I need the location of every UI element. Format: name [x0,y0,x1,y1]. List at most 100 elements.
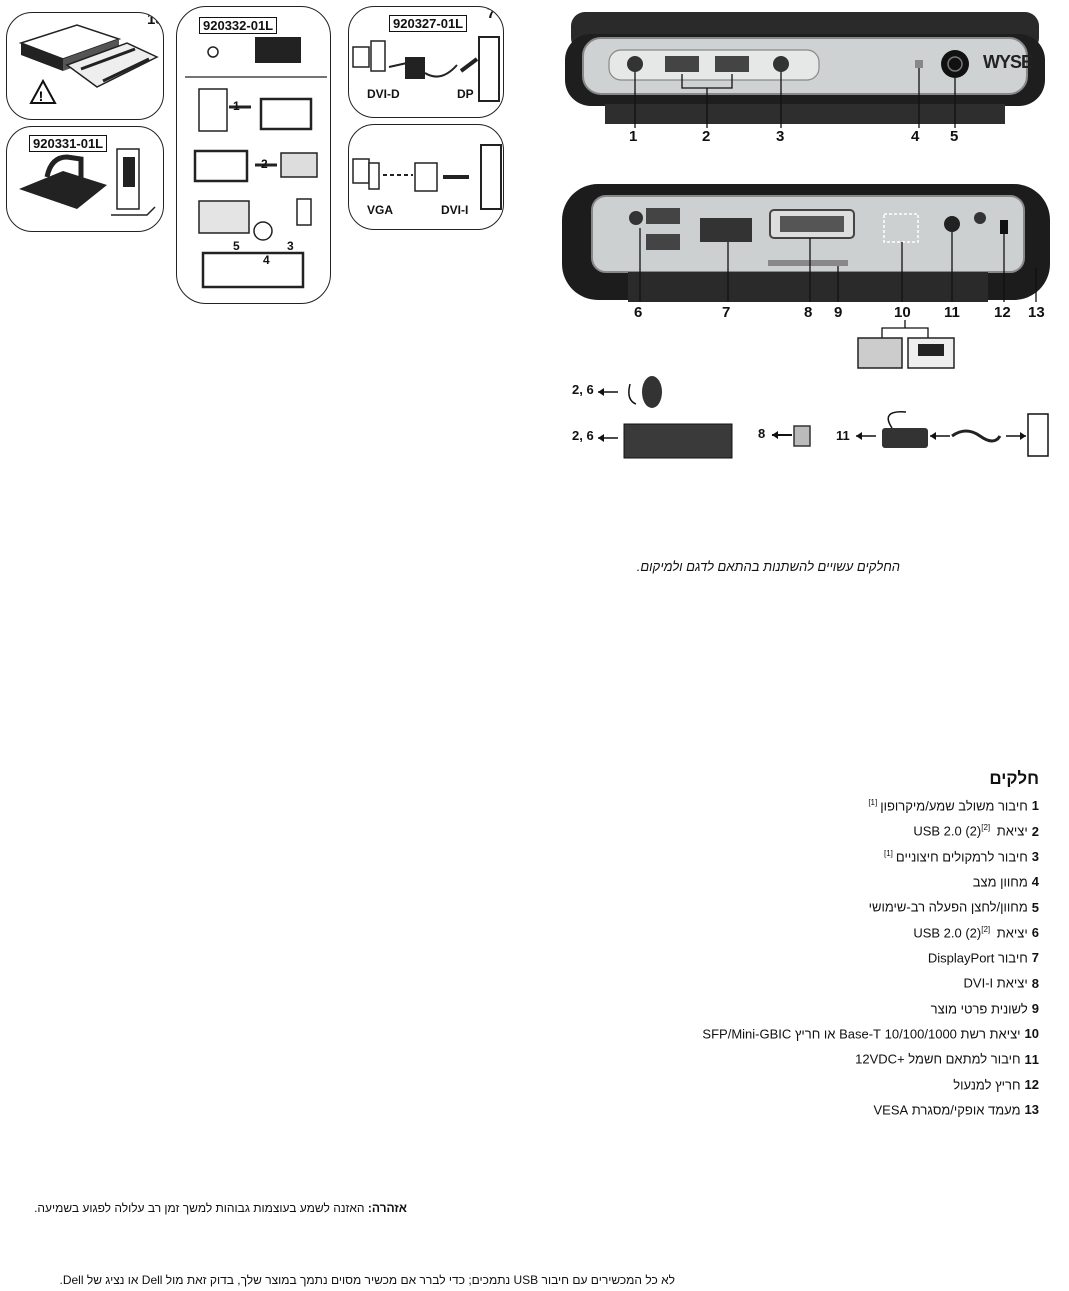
stand-panel: ! 13 [6,12,164,120]
part-text: חיבור DisplayPort [927,950,1028,966]
part-number: 4 [1031,874,1039,890]
dp-label-dvid: DVI-D [367,87,400,101]
dp-callout: 7 [487,6,496,22]
vesa-step-5: 5 [233,239,240,253]
part-number: 1 [1031,798,1039,814]
vesa-illustration [185,37,327,289]
parts-item: 6יציאת USB 2.0 (2)[2] [699,919,1039,944]
warning-text: האזנה לשמע בעוצמות גבוהות למשך זמן רב על… [34,1201,365,1215]
mouse-label: 2, 6 [572,382,594,397]
front-callout-4: 4 [911,128,920,145]
back-callout-8: 8 [804,304,813,321]
part-number: 2 [1031,823,1039,839]
parts-item: 1חיבור משולב שמע/מיקרופון[1] [699,792,1039,817]
part-number: 6 [1031,924,1039,940]
base-stand-illustration [19,148,156,216]
part-number: 5 [1031,899,1039,915]
part-text: חיבור משולב שמע/מיקרופון [880,798,1028,814]
back-callout-7: 7 [722,304,731,321]
back-callout-12: 12 [994,304,1011,321]
vga-adapter-illustration [352,144,502,210]
parts-item: 3חיבור לרמקולים חיצוניים[1] [699,843,1039,868]
warning-label: אזהרה: [367,1201,407,1215]
svg-text:!: ! [39,88,44,104]
vga-callout: 8 [497,125,503,140]
front-callout-2: 2 [702,128,711,145]
parts-item: 13מעמד אופקי/מסגרת VESA [699,1096,1039,1121]
parts-item: 8יציאת DVI-I [699,969,1039,994]
part-text: יציאת רשת 10/100/1000 Base-T או חריץ SFP… [702,1026,1021,1042]
part-number: 12 [1024,1076,1039,1092]
back-callout-9: 9 [834,304,843,321]
parts-list: חלקים 1חיבור משולב שמע/מיקרופון[1] 2יציא… [699,768,1039,1121]
warning-note: אזהרה: האזנה לשמע בעוצמות גבוהות למשך זמ… [34,1201,407,1215]
adapter-label: 8 [758,426,766,441]
parts-item: 12חריץ למנעול [699,1071,1039,1096]
device-back-view: 6 7 8 9 10 11 12 13 [558,178,1054,374]
parts-item: 7חיבור DisplayPort [699,944,1039,969]
vesa-part-code: 920332-01L [199,17,278,34]
part-number: 7 [1031,950,1039,966]
part-number: 8 [1031,975,1039,991]
parts-item: 5מחוון/לחצן הפעלה רב-שימושי [699,893,1039,918]
base-stand-panel: 920331-01L [6,126,164,232]
part-text: חיבור לרמקולים חיצוניים [895,848,1028,864]
part-number: 10 [1024,1026,1039,1042]
vesa-step-2: 2 [261,157,268,171]
back-callout-10: 10 [894,304,911,321]
dp-label-dp: DP [457,87,474,101]
part-text: לשונית פרטי מוצר [930,1000,1028,1016]
vesa-panel: 920332-01L 1 2 3 4 5 [176,6,331,304]
part-number: 13 [1024,1102,1039,1118]
figure-caption: החלקים עשויים להשתנות בהתאם לדגם ולמיקום… [636,559,900,574]
part-number: 11 [1024,1051,1039,1067]
back-callout-6: 6 [634,304,643,321]
front-callout-3: 3 [776,128,785,145]
part-text: יציאת DVI-I [963,975,1028,991]
part-text: מעמד אופקי/מסגרת VESA [873,1102,1021,1118]
parts-item: 4מחוון מצב [699,868,1039,893]
power-label: 11 [836,428,850,443]
parts-item: 11חיבור למתאם חשמל +12VDC [699,1045,1039,1070]
part-number: 3 [1031,848,1039,864]
parts-item: 10יציאת רשת 10/100/1000 Base-T או חריץ S… [699,1020,1039,1045]
vga-label-dvii: DVI-I [441,203,469,217]
part-text: יציאת USB 2.0 (2) [913,924,1028,940]
vesa-step-3: 3 [287,239,294,253]
peripherals-illustration [598,376,1049,459]
usb-footnote: לא כל המכשירים עם חיבור USB נתמכים; כדי … [59,1273,676,1287]
dp-part-code: 920327-01L [389,15,468,32]
part-footnote: [1] [868,798,878,807]
peripherals: 2, 6 2, 6 8 11 [560,370,1060,480]
base-part-code: 920331-01L [29,135,108,152]
stand-illustration: ! [18,24,159,104]
part-text: חריץ למנעול [953,1076,1021,1092]
vesa-step-4: 4 [263,253,270,267]
device-front-view: WYSE 1 2 3 4 5 [565,4,1045,146]
parts-item: 9לשונית פרטי מוצר [699,995,1039,1020]
back-callout-11: 11 [944,304,960,321]
part-footnote: [2] [981,924,991,934]
wyse-logo: WYSE [983,52,1033,72]
part-footnote: [2] [981,823,991,833]
vga-label-vga: VGA [367,203,394,217]
back-callout-13: 13 [1028,304,1045,321]
dp-adapter-panel: 920327-01L 7 DVI-D DP [348,6,504,118]
part-number: 9 [1031,1000,1039,1016]
parts-item: 2יציאת USB 2.0 (2)[2] [699,817,1039,842]
parts-title: חלקים [989,769,1039,788]
part-text: יציאת USB 2.0 (2) [913,823,1028,839]
part-text: חיבור למתאם חשמל +12VDC [855,1051,1021,1067]
vesa-step-1: 1 [233,99,240,113]
device-front-illustration [565,12,1045,128]
dp-adapter-illustration [352,36,500,102]
vga-adapter-panel: 8 VGA DVI-I [348,124,504,230]
front-callout-1: 1 [629,128,638,145]
part-text: מחוון מצב [972,874,1028,890]
part-text: מחוון/לחצן הפעלה רב-שימושי [868,899,1028,915]
stand-callout: 13 [147,12,164,28]
device-back-illustration [562,184,1050,369]
front-callout-5: 5 [950,128,959,145]
keyboard-label: 2, 6 [572,428,594,443]
part-footnote: [1] [883,848,893,858]
